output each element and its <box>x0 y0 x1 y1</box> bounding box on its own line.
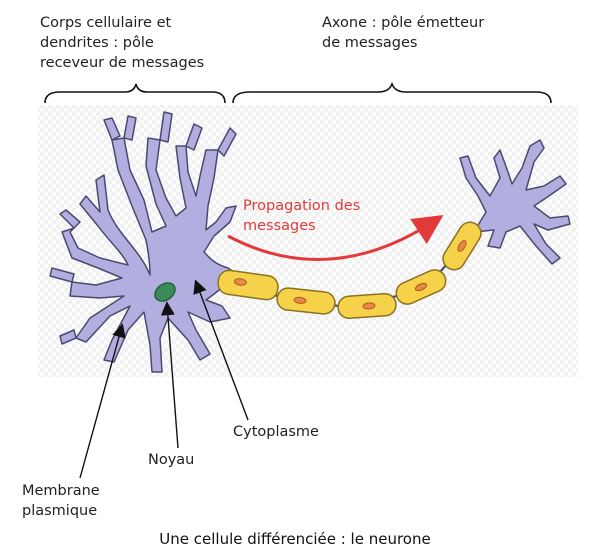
nucleus-shape <box>154 282 176 302</box>
axon-label: Axone : pôle émetteur de messages <box>322 15 485 51</box>
propagation-arrow <box>227 215 444 262</box>
membrane-pointer-arrow <box>79 323 126 479</box>
cell-body-label: Corps cellulaire et dendrites : pôle rec… <box>40 15 205 71</box>
cell-body-brace <box>44 83 226 104</box>
axon-terminals <box>459 139 571 265</box>
axon-brace <box>232 81 552 104</box>
membrane-label: Membrane plasmique <box>22 483 100 519</box>
neuron-cell-body <box>49 111 241 373</box>
nucleus-pointer-arrow <box>160 301 179 449</box>
nucleus-label: Noyau <box>148 452 195 468</box>
cytoplasm-pointer-arrow <box>193 279 249 421</box>
myelin-sheath <box>217 221 482 320</box>
propagation-label: Propagation des messages <box>243 198 361 234</box>
figure-caption: Une cellule différenciée : le neurone <box>159 530 431 548</box>
cytoplasm-label: Cytoplasme <box>233 424 319 440</box>
